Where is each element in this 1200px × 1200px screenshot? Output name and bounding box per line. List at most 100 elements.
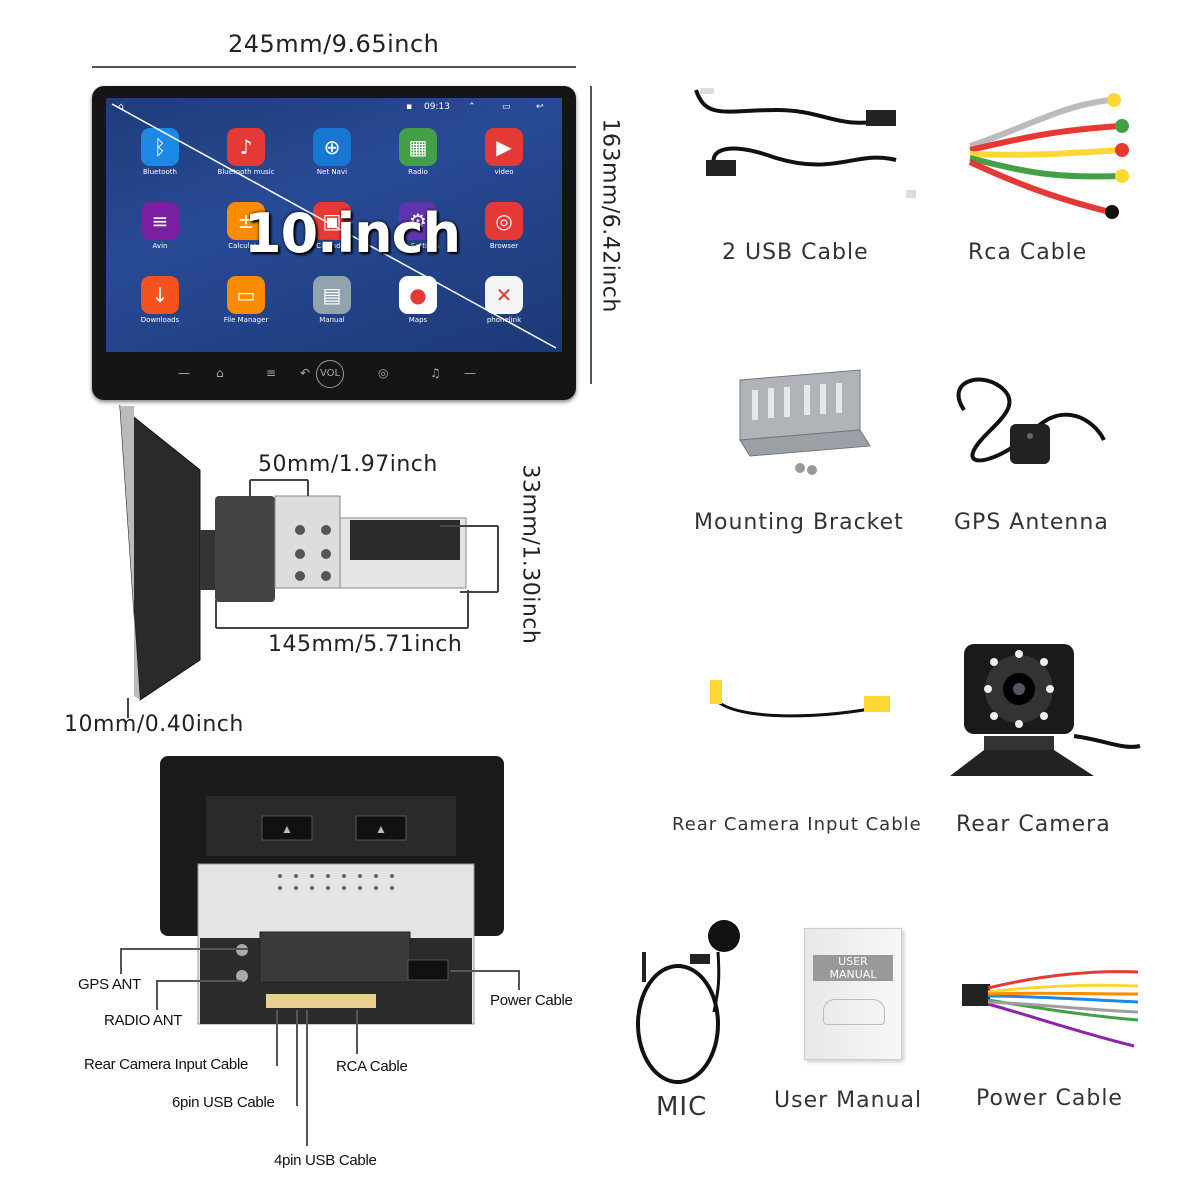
width-dimension-line (92, 66, 576, 68)
fourpin-leader (306, 1010, 308, 1146)
mic-button-icon[interactable]: ♫ (430, 366, 441, 380)
power-cable-back-label: Power Cable (490, 992, 573, 1009)
downloads-icon: ↓ (141, 276, 179, 314)
manual-cover-title: USER MANUAL (813, 955, 893, 981)
gps-antenna-image (956, 377, 1106, 464)
app-label: Bluetooth (143, 168, 177, 176)
app-label: Car Settings (396, 242, 440, 250)
four-pin-usb-label: 4pin USB Cable (274, 1152, 377, 1169)
nav-button-icon[interactable]: ◎ (378, 366, 389, 380)
mic-image (636, 920, 740, 1084)
plus-button-icon[interactable]: — (464, 366, 476, 380)
sixpin-leader (296, 1010, 298, 1106)
app-label: Bluetooth music (217, 168, 275, 176)
mic-caption: MIC (656, 1092, 708, 1122)
app-label: Maps (408, 316, 428, 324)
net-navi-icon: ⊕ (313, 128, 351, 166)
app-label: Downloads (140, 316, 180, 324)
six-pin-usb-label: 6pin USB Cable (172, 1094, 275, 1111)
phonelink-icon: ✕ (485, 276, 523, 314)
side-view-diagram (119, 404, 499, 718)
home-button-icon[interactable]: ⌂ (216, 366, 224, 380)
app-maps[interactable]: ● Maps (388, 276, 448, 324)
window-icon[interactable]: ▭ (502, 102, 511, 112)
user-manual-image: USER MANUAL (804, 928, 902, 1060)
chassis-top-label: 50mm/1.97inch (258, 452, 438, 477)
app-browser[interactable]: ◎ Browser (474, 202, 534, 250)
width-dimension-label: 245mm/9.65inch (228, 30, 440, 58)
gps-leader (120, 948, 248, 950)
app-label: Radio (408, 168, 428, 176)
rear-camera-caption: Rear Camera (956, 812, 1111, 837)
expand-icon[interactable]: ⌃ (468, 102, 476, 112)
avin-icon: ≡ (141, 202, 179, 240)
radio-leader (156, 980, 242, 982)
rear-camera-image (950, 644, 1141, 776)
menu-button-icon[interactable]: ≡ (266, 366, 277, 380)
rear-camera-cable-caption: Rear Camera Input Cable (672, 814, 922, 835)
app-car-settings[interactable]: ⚙ Car Settings (388, 202, 448, 250)
touch-screen[interactable]: ⌂ ▪ 09:13 ⌃ ▭ ↩ ᛒ Bluetooth ♪ Bluetooth mus… (106, 98, 562, 352)
video-icon: ▶ (485, 128, 523, 166)
radio-ant-label: RADIO ANT (104, 1012, 183, 1029)
screen-size-tag: 10.inch (244, 202, 461, 265)
mounting-bracket-image (739, 369, 871, 475)
power-leader (450, 970, 518, 972)
app-label: Avin (152, 242, 168, 250)
back-button-icon[interactable]: ↶ (300, 366, 311, 380)
app-net-navi[interactable]: ⊕ Net Navi (302, 128, 362, 176)
mounting-bracket-caption: Mounting Bracket (694, 510, 904, 535)
rear-camera-input-label: Rear Camera Input Cable (84, 1056, 249, 1073)
bluetooth-icon: ᛒ (141, 128, 179, 166)
app-file-manager[interactable]: ▭File Manager (216, 276, 276, 324)
screen-diagonal-line (111, 103, 557, 349)
chassis-length-label: 145mm/5.71inch (268, 632, 463, 657)
svg-text:▲: ▲ (375, 822, 387, 836)
gps-antenna-caption: GPS Antenna (954, 510, 1109, 535)
app-avin[interactable]: ≡ Avin (130, 202, 190, 250)
rca-cable-caption: Rca Cable (968, 240, 1088, 265)
app-label: Manual (319, 316, 345, 324)
hardware-buttons: — ⌂ ≡ ↶ VOL ◎ ♫ — (152, 360, 512, 388)
back-view-diagram: ▲ ▲ (160, 756, 504, 1025)
usb-cable-image (694, 88, 916, 198)
home-corner-icon[interactable]: ⌂ (118, 102, 124, 112)
height-dimension-label: 163mm/6.42inch (597, 118, 623, 313)
back-icon[interactable]: ↩ (536, 102, 544, 112)
app-label: Net Navi (316, 168, 348, 176)
app-radio[interactable]: ▦ Radio (388, 128, 448, 176)
status-bar: ⌂ ▪ 09:13 ⌃ ▭ ↩ (106, 102, 562, 118)
volume-knob-icon[interactable]: VOL (316, 360, 344, 388)
gps-leader-v (120, 948, 122, 974)
calculator-icon: ± (227, 202, 265, 240)
app-bluetooth-music[interactable]: ♪ Bluetooth music (216, 128, 276, 176)
power-cable-image (962, 970, 1139, 1048)
app-label: Calculator (228, 242, 264, 250)
app-manual[interactable]: ▤ Manual (302, 276, 362, 324)
power-cable-caption: Power Cable (976, 1086, 1123, 1111)
car-settings-icon: ⚙ (399, 202, 437, 240)
rear-camera-cable-image (710, 680, 890, 718)
radio-leader-v (156, 980, 158, 1010)
app-calender[interactable]: ▣Calender (302, 202, 362, 250)
app-video[interactable]: ▶ video (474, 128, 534, 176)
app-calculator[interactable]: ± Calculator (216, 202, 276, 250)
app-label: Browser (489, 242, 519, 250)
minus-button-icon[interactable]: — (178, 366, 190, 380)
browser-icon: ◎ (485, 202, 523, 240)
radio-icon: ▦ (399, 128, 437, 166)
app-bluetooth[interactable]: ᛒ Bluetooth (130, 128, 190, 176)
app-label: File Manager (223, 316, 269, 324)
app-label: video (494, 168, 514, 176)
power-leader-v (518, 970, 520, 990)
rearcam-leader (276, 1010, 278, 1066)
gps-ant-label: GPS ANT (78, 976, 141, 993)
screen-depth-label: 10mm/0.40inch (64, 712, 244, 737)
manual-icon: ▤ (313, 276, 351, 314)
bluetooth-music-icon: ♪ (227, 128, 265, 166)
chassis-height-label: 33mm/1.30inch (517, 464, 543, 645)
app-downloads[interactable]: ↓ Downloads (130, 276, 190, 324)
maps-icon: ● (399, 276, 437, 314)
clock: 09:13 (424, 102, 450, 112)
calender-icon: ▣ (313, 202, 351, 240)
